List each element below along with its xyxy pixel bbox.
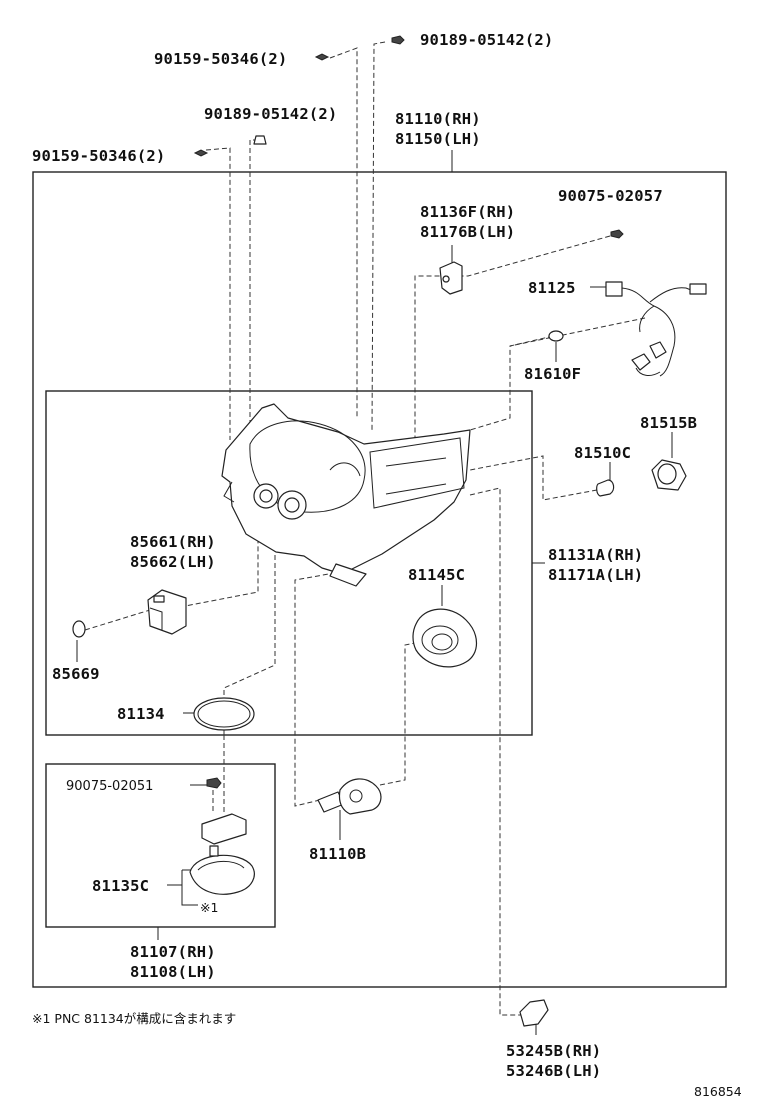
oring-85669: [72, 620, 86, 638]
label-90075-02057: 90075-02057: [558, 187, 663, 205]
label-85669: 85669: [52, 665, 100, 683]
bulb-81510c: [596, 479, 615, 497]
clip-53245b: [519, 999, 549, 1027]
leveling-actuator-85661: [147, 589, 187, 635]
solid-leaders: [76, 150, 673, 1035]
dashed-guides: [84, 41, 646, 1016]
label-81515b: 81515B: [640, 414, 697, 432]
bulb-81110b: [317, 778, 382, 815]
label-81150-lh: 81150(LH): [395, 130, 481, 148]
label-90159-50346-b: 90159-50346(2): [32, 147, 165, 165]
label-90189-05142-b: 90189-05142(2): [204, 105, 337, 123]
label-81110b: 81110B: [309, 845, 366, 863]
label-81171a-lh: 81171A(LH): [548, 566, 643, 584]
ballast-81107: [189, 813, 255, 895]
label-81176b-lh: 81176B(LH): [420, 223, 515, 241]
footnote: ※1 PNC 81134が構成に含まれます: [32, 1011, 236, 1026]
assembly-frame: [32, 171, 727, 988]
headlamp-housing: [221, 403, 471, 587]
label-81131a-rh: 81131A(RH): [548, 546, 643, 564]
label-85661-rh: 85661(RH): [130, 533, 216, 551]
diagram-id: 816854: [694, 1084, 742, 1099]
label-53245b-rh: 53245B(RH): [506, 1042, 601, 1060]
socket-81515b: [651, 459, 687, 491]
label-81110-rh: 81110(RH): [395, 110, 481, 128]
label-53246b-lh: 53246B(LH): [506, 1062, 601, 1080]
label-81145c: 81145C: [408, 566, 465, 584]
label-81510c: 81510C: [574, 444, 631, 462]
label-81135c: 81135C: [92, 877, 149, 895]
label-90189-05142-a: 90189-05142(2): [420, 31, 553, 49]
label-note-mark: ※1: [200, 900, 218, 915]
bracket-81136f: [439, 261, 463, 295]
label-90159-50346-a: 90159-50346(2): [154, 50, 287, 68]
label-81134: 81134: [117, 705, 165, 723]
label-81125: 81125: [528, 279, 576, 297]
label-85662-lh: 85662(LH): [130, 553, 216, 571]
label-90075-02051: 90075-02051: [66, 779, 153, 794]
fastener-icons: [193, 35, 624, 789]
bulb-81610f: [548, 330, 564, 342]
label-81610f: 81610F: [524, 365, 581, 383]
part-labels: 90159-50346(2) 90189-05142(2) 90189-0514…: [32, 31, 742, 1099]
ballast-subframe: [45, 763, 276, 928]
gasket-81134: [193, 697, 255, 731]
label-81108-lh: 81108(LH): [130, 963, 216, 981]
wire-harness-81125: [605, 281, 707, 377]
cap-81145c: [412, 608, 478, 668]
label-81136f-rh: 81136F(RH): [420, 203, 515, 221]
label-81107-rh: 81107(RH): [130, 943, 216, 961]
